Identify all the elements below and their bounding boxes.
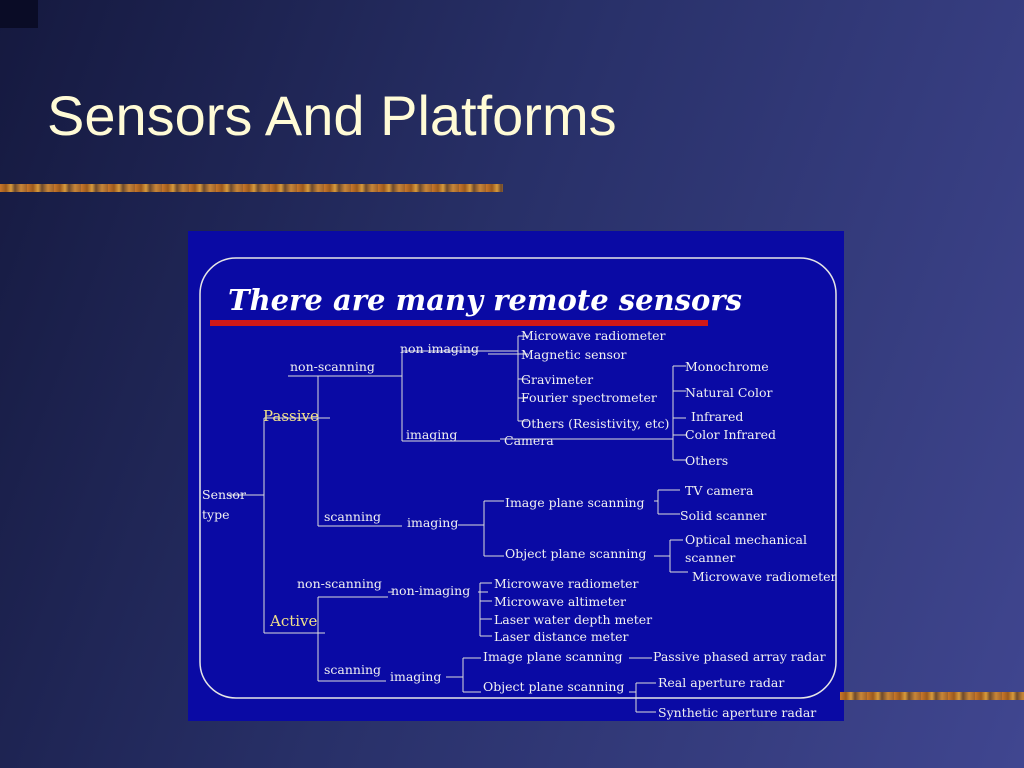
corner-mark <box>0 0 38 28</box>
passive-object-plane-item: Microwave radiometer <box>692 569 837 584</box>
passive-non-imaging-item: Microwave radiometer <box>521 328 666 343</box>
passive-label: Passive <box>263 407 319 425</box>
passive-object-plane-label: Object plane scanning <box>505 546 646 561</box>
active-non-imaging-item: Laser water depth meter <box>494 612 652 627</box>
passive-image-plane-item: Solid scanner <box>680 508 766 523</box>
diagram-heading: There are many remote sensors <box>228 283 742 317</box>
camera-type-item: Others <box>685 453 728 468</box>
camera-type-item: Color Infrared <box>685 427 776 442</box>
active-non-scanning-label: non-scanning <box>297 576 382 591</box>
passive-object-plane-item: scanner <box>685 550 735 565</box>
rounded-frame <box>199 257 837 699</box>
sensor-tree-figure: There are many remote sensors <box>188 231 844 721</box>
active-non-imaging-item: Microwave altimeter <box>494 594 626 609</box>
active-image-plane-item: Passive phased array radar <box>653 649 826 664</box>
active-non-imaging-item: Microwave radiometer <box>494 576 639 591</box>
active-object-plane-item: Real aperture radar <box>658 675 784 690</box>
active-non-imaging-label: non-imaging <box>391 583 470 598</box>
active-object-plane-label: Object plane scanning <box>483 679 624 694</box>
active-scanning-imaging-label: imaging <box>390 669 441 684</box>
heading-underline <box>210 320 708 326</box>
active-non-imaging-item: Laser distance meter <box>494 629 628 644</box>
active-object-plane-item: Synthetic aperture radar <box>658 705 816 720</box>
camera-label: Camera <box>504 433 554 448</box>
passive-scanning-imaging-label: imaging <box>407 515 458 530</box>
passive-imaging-label: imaging <box>406 427 457 442</box>
passive-image-plane-item: TV camera <box>685 483 754 498</box>
sensor-tree-diagram: There are many remote sensors <box>199 257 837 720</box>
camera-type-item: Infrared <box>691 409 743 424</box>
root-label-line2: type <box>202 507 229 522</box>
passive-non-scanning-label: non-scanning <box>290 359 375 374</box>
passive-non-imaging-item: Others (Resistivity, etc) <box>521 416 669 431</box>
camera-type-item: Monochrome <box>685 359 769 374</box>
footer-accent-bar <box>840 692 1024 700</box>
passive-non-imaging-label: non imaging <box>400 341 479 356</box>
slide-title: Sensors And Platforms <box>47 84 617 147</box>
passive-scanning-label: scanning <box>324 509 381 524</box>
root-label-line1: Sensor <box>202 487 246 502</box>
passive-non-imaging-item: Magnetic sensor <box>521 347 626 362</box>
active-label: Active <box>269 612 318 630</box>
active-image-plane-label: Image plane scanning <box>483 649 623 664</box>
active-scanning-label: scanning <box>324 662 381 677</box>
passive-non-imaging-item: Gravimeter <box>521 372 593 387</box>
tree-connectors <box>228 335 688 713</box>
title-underline-bar <box>0 184 503 192</box>
passive-non-imaging-item: Fourier spectrometer <box>521 390 657 405</box>
camera-type-item: Natural Color <box>685 385 772 400</box>
passive-object-plane-item: Optical mechanical <box>685 532 807 547</box>
passive-image-plane-label: Image plane scanning <box>505 495 645 510</box>
